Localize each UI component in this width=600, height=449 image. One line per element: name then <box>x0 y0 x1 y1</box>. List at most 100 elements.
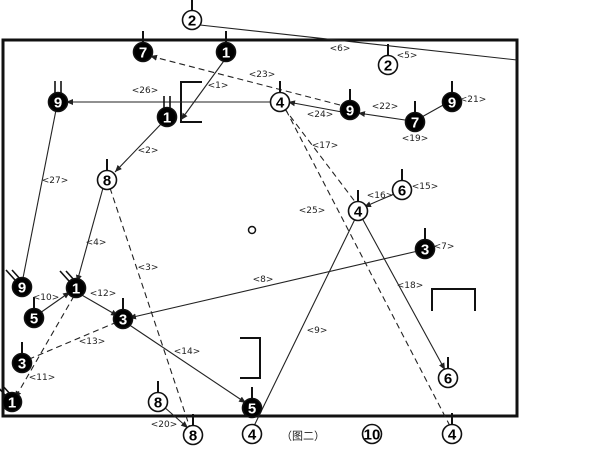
player-circle <box>132 41 154 63</box>
player-circle <box>47 91 69 113</box>
step-label: <12> <box>90 289 117 299</box>
player-circle <box>404 111 426 133</box>
player-black: 1 <box>0 384 23 413</box>
step-label: <15> <box>412 182 439 192</box>
player-circle <box>441 423 463 445</box>
step-label: <22> <box>372 102 399 112</box>
player-number: 10 <box>364 427 381 444</box>
player-black: 9 <box>339 89 361 121</box>
player-circle <box>339 99 361 121</box>
player-number: 5 <box>30 311 38 328</box>
run-line <box>253 216 357 427</box>
player-number: 1 <box>8 395 16 412</box>
run-line <box>357 111 406 121</box>
step-label: <7> <box>434 242 455 252</box>
run-line <box>287 100 343 113</box>
mini-goal-right <box>431 288 476 311</box>
player-circle <box>65 277 87 299</box>
player-number: 9 <box>54 95 62 112</box>
pass-line <box>26 321 118 361</box>
step-label: <25> <box>299 206 326 216</box>
player-number: 4 <box>354 204 363 221</box>
player-circle <box>269 91 291 113</box>
run-line <box>127 323 247 404</box>
player-white: 4 <box>269 81 291 113</box>
player-circle <box>437 367 459 389</box>
step-label: <24> <box>307 110 334 120</box>
player-number: 3 <box>421 242 429 259</box>
player-black: 3 <box>112 298 134 330</box>
step-label: <17> <box>312 141 339 151</box>
player-circle <box>441 91 463 113</box>
player-circle <box>361 423 383 445</box>
step-label: <27> <box>42 176 69 186</box>
run-line <box>361 217 446 371</box>
player-circle <box>377 54 399 76</box>
player-circle <box>241 423 263 445</box>
player-black: 9 <box>47 81 69 113</box>
player-circle <box>96 169 118 191</box>
step-label: <16> <box>367 191 394 201</box>
player-black: 1 <box>215 31 237 63</box>
player-circle <box>156 106 178 128</box>
step-label: <21> <box>460 95 487 105</box>
player-circle <box>241 397 263 419</box>
player-number: 9 <box>18 280 26 297</box>
run-line <box>363 193 395 208</box>
player-number: 4 <box>276 95 285 112</box>
run-line <box>114 122 163 173</box>
player-circle <box>11 276 33 298</box>
player-black: 7 <box>132 31 154 63</box>
player-number: 4 <box>248 427 257 444</box>
player-circle <box>391 179 413 201</box>
player-circle <box>414 238 436 260</box>
player-number: 8 <box>103 173 111 190</box>
figure-caption: （图二） <box>281 430 325 443</box>
player-number: 2 <box>188 13 196 30</box>
step-label: <19> <box>402 134 429 144</box>
mini-goal-bottom <box>240 337 261 379</box>
step-label: <20> <box>151 420 178 430</box>
step-label: <8> <box>253 275 274 285</box>
player-number: 7 <box>411 115 419 132</box>
run-line <box>79 293 119 317</box>
player-number: 9 <box>448 95 456 112</box>
step-label: <23> <box>249 70 276 80</box>
player-circle <box>1 391 23 413</box>
player-black: 7 <box>404 101 426 133</box>
player-circle <box>23 307 45 329</box>
run-line <box>162 405 189 429</box>
step-label: <11> <box>29 373 56 383</box>
player-black: 1 <box>59 270 87 299</box>
run-line <box>22 109 57 279</box>
run-line <box>128 250 419 320</box>
step-label: <13> <box>79 337 106 347</box>
step-label: <10> <box>33 293 60 303</box>
player-white: 6 <box>391 169 413 201</box>
player-black: 9 <box>441 81 463 113</box>
player-number: 8 <box>189 428 197 445</box>
player-number: 3 <box>18 356 26 373</box>
player-white: 4 <box>347 190 369 222</box>
facing-tick <box>59 270 70 282</box>
player-circle <box>181 9 203 31</box>
player-white: 2 <box>377 44 399 76</box>
player-black: 5 <box>23 297 45 329</box>
player-circle <box>11 352 33 374</box>
step-label: <1> <box>208 81 229 91</box>
player-black: 5 <box>241 387 263 419</box>
player-number: 1 <box>163 110 171 127</box>
player-white: 10 <box>361 423 383 445</box>
run-line <box>180 57 227 121</box>
run-line <box>39 291 71 314</box>
player-number: 5 <box>248 401 256 418</box>
player-number: 9 <box>346 103 354 120</box>
step-label: <4> <box>86 238 107 248</box>
player-number: 6 <box>398 183 406 200</box>
player-circle <box>112 308 134 330</box>
player-circle <box>182 424 204 446</box>
player-number: 1 <box>222 45 230 62</box>
player-circle <box>215 41 237 63</box>
player-white: 2 <box>181 0 203 31</box>
